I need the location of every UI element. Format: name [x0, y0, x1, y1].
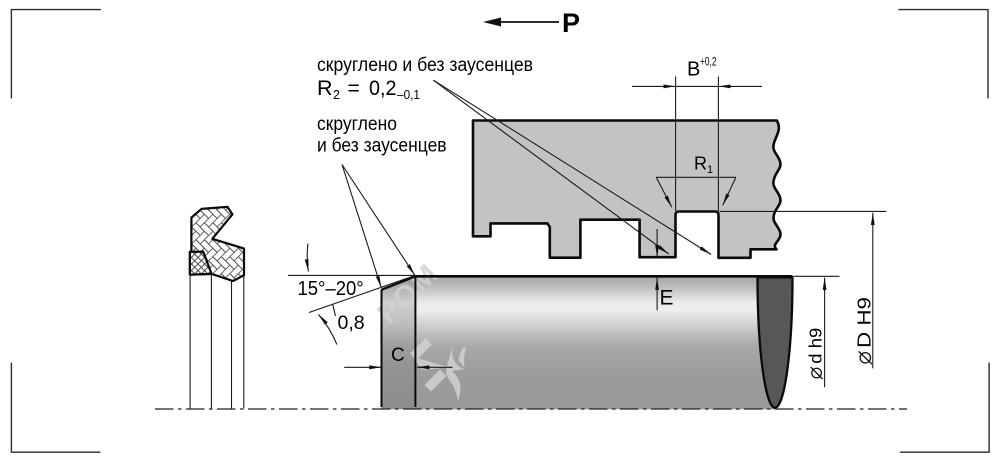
svg-text:2: 2 [333, 88, 340, 102]
svg-text:и без заусенцев: и без заусенцев [317, 136, 447, 157]
svg-text:E: E [660, 287, 674, 310]
svg-text:скруглено: скруглено [317, 114, 397, 135]
svg-text:15°–20°: 15°–20° [298, 278, 364, 300]
svg-text:D H9: D H9 [854, 297, 875, 348]
svg-text:+0,2: +0,2 [700, 57, 717, 69]
svg-text:R: R [317, 76, 333, 100]
svg-text:B: B [687, 59, 700, 81]
svg-text:C: C [391, 345, 405, 366]
svg-text:=: = [348, 77, 360, 100]
svg-text:0,8: 0,8 [338, 312, 365, 334]
svg-text:скруглено и без заусенцев: скруглено и без заусенцев [317, 55, 533, 76]
svg-text:P: P [562, 8, 580, 38]
svg-text:d h9: d h9 [806, 328, 826, 364]
svg-text:0,2: 0,2 [369, 77, 397, 100]
svg-text:–0,1: –0,1 [397, 88, 420, 102]
